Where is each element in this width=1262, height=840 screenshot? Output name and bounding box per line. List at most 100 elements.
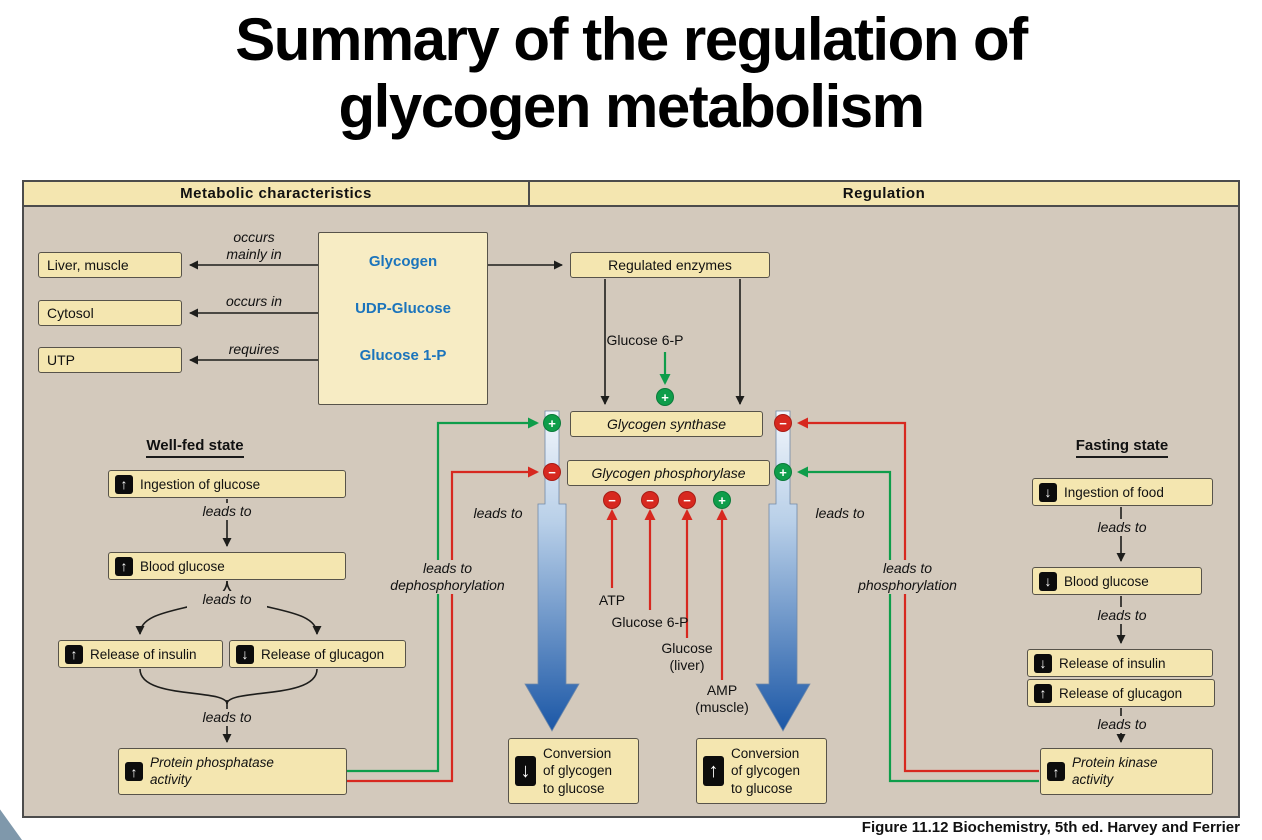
right-bar-synthase-minus-icon: −: [774, 414, 792, 432]
glucose-liver-line2: (liver): [669, 656, 705, 673]
up-arrow-badge: ↑: [115, 556, 133, 576]
fasting-state-title: Fasting state: [1022, 437, 1222, 458]
down-arrow-badge: ↓: [1039, 571, 1057, 591]
g6p-activation-plus-icon: +: [656, 388, 674, 406]
wf-protein-phosphatase-box: ↑ Protein phosphatase activity: [118, 748, 347, 795]
up-arrow-badge: ↑: [1034, 683, 1052, 703]
dephos-line1: leads to: [422, 560, 473, 576]
wf-leads-to-3: leads to: [187, 709, 267, 726]
figure-caption: Figure 11.12 Biochemistry, 5th ed. Harve…: [861, 819, 1240, 836]
fs-blood-glucose-box: ↓ Blood glucose: [1032, 567, 1202, 595]
wf-blood-glucose-box: ↑ Blood glucose: [108, 552, 346, 580]
wf-glucagon-box: ↓ Release of glucagon: [229, 640, 406, 668]
leads-to-left-bar: leads to: [460, 505, 536, 522]
glycogen-cycle-box: [318, 232, 488, 405]
up-arrow-badge: ↑: [65, 644, 83, 664]
fs-insulin-label: Release of insulin: [1059, 655, 1166, 671]
page-title-line2: glycogen metabolism: [338, 73, 925, 141]
conv-right-line3: to glucose: [731, 780, 793, 796]
wf-protein-phosphatase-label: Protein phosphatase activity: [150, 755, 274, 789]
regulated-enzymes-box: Regulated enzymes: [570, 252, 770, 278]
fs-leads-to-3: leads to: [1082, 716, 1162, 733]
glucose-minus-icon: −: [678, 491, 696, 509]
fs-protein-kinase-label: Protein kinase activity: [1072, 755, 1158, 789]
down-arrow-badge: ↓: [515, 756, 536, 786]
wf-leads-to-2: leads to: [187, 591, 267, 608]
header-regulation-label: Regulation: [842, 185, 926, 202]
conv-right-line1: Conversion: [731, 745, 800, 761]
conv-left-line3: to glucose: [543, 780, 605, 796]
conversion-decrease-box: ↓ Conversion of glycogen to glucose: [508, 738, 639, 804]
utp-box: UTP: [38, 347, 182, 373]
relation-occurs-line1: occurs: [233, 229, 275, 245]
wf-leads-to-1: leads to: [187, 503, 267, 520]
down-arrow-badge: ↓: [236, 644, 254, 664]
atp-label: ATP: [598, 592, 626, 608]
leads-to-phosphorylation-label: leads to phosphorylation: [830, 560, 985, 594]
wf-insulin-label: Release of insulin: [90, 646, 197, 662]
fs-blood-glucose-label: Blood glucose: [1064, 573, 1149, 589]
fs-enzyme-line2: activity: [1072, 771, 1114, 787]
right-bar-phosphorylase-plus-icon: +: [774, 463, 792, 481]
conv-right-line2: of glycogen: [731, 763, 801, 779]
dephos-line2: dephosphorylation: [390, 576, 505, 593]
corner-decoration: [0, 809, 22, 840]
fs-insulin-box: ↓ Release of insulin: [1027, 649, 1213, 677]
cytosol-box: Cytosol: [38, 300, 182, 326]
glycogen-synthase-box: Glycogen synthase: [570, 411, 763, 437]
amp-plus-icon: +: [713, 491, 731, 509]
fs-glucagon-box: ↑ Release of glucagon: [1027, 679, 1215, 707]
up-arrow-badge: ↑: [125, 762, 143, 781]
conversion-increase-box: ↑ Conversion of glycogen to glucose: [696, 738, 827, 804]
wf-insulin-box: ↑ Release of insulin: [58, 640, 223, 668]
page-title-line1: Summary of the regulation of: [235, 6, 1028, 73]
glucose-liver-line1: Glucose: [661, 640, 713, 656]
fasting-state-text: Fasting state: [1075, 437, 1169, 458]
conversion-decrease-label: Conversion of glycogen to glucose: [543, 745, 612, 798]
g6p-minus-icon: −: [641, 491, 659, 509]
atp-minus-icon: −: [603, 491, 621, 509]
relation-occurs-in: occurs in: [225, 293, 283, 309]
up-arrow-badge: ↑: [703, 756, 724, 786]
glucose-liver-label: Glucose (liver): [655, 640, 719, 674]
relation-occurs-line2: mainly in: [226, 245, 282, 262]
header-metabolic-label: Metabolic characteristics: [180, 185, 372, 202]
up-arrow-badge: ↑: [115, 474, 133, 494]
wf-enzyme-line2: activity: [150, 771, 192, 787]
up-arrow-badge: ↑: [1047, 762, 1065, 781]
cycle-glycogen-label: Glycogen: [368, 253, 438, 270]
leads-to-dephosphorylation-label: leads to dephosphorylation: [370, 560, 525, 594]
fs-leads-to-2: leads to: [1082, 607, 1162, 624]
leads-to-right-bar: leads to: [802, 505, 878, 522]
fs-protein-kinase-box: ↑ Protein kinase activity: [1040, 748, 1213, 795]
amp-muscle-line1: AMP: [706, 682, 738, 698]
fs-ingestion-label: Ingestion of food: [1064, 484, 1164, 500]
header-regulation: Regulation: [528, 180, 1240, 207]
wf-ingestion-box: ↑ Ingestion of glucose: [108, 470, 346, 498]
g6p-activator-label: Glucose 6-P: [606, 332, 684, 348]
conv-left-line1: Conversion: [543, 745, 612, 761]
amp-muscle-label: AMP (muscle): [682, 682, 762, 716]
wf-enzyme-line1: Protein phosphatase: [150, 754, 274, 770]
phos-line2: phosphorylation: [858, 576, 957, 593]
well-fed-state-text: Well-fed state: [146, 437, 244, 458]
cycle-udp-glucose-label: UDP-Glucose: [355, 300, 451, 317]
left-bar-synthase-plus-icon: +: [543, 414, 561, 432]
regulated-enzymes-label: Regulated enzymes: [608, 257, 732, 273]
left-bar-phosphorylase-minus-icon: −: [543, 463, 561, 481]
phos-line1: leads to: [882, 560, 933, 576]
well-fed-state-title: Well-fed state: [95, 437, 295, 458]
cycle-glucose1p-label: Glucose 1-P: [359, 347, 447, 364]
fs-ingestion-box: ↓ Ingestion of food: [1032, 478, 1213, 506]
liver-muscle-box: Liver, muscle: [38, 252, 182, 278]
page-title: Summary of the regulation of glycogen me…: [0, 6, 1262, 140]
relation-occurs-mainly-in: occurs mainly in: [196, 229, 312, 263]
liver-muscle-label: Liver, muscle: [47, 257, 129, 273]
glycogen-synthase-label: Glycogen synthase: [606, 416, 727, 432]
conv-left-line2: of glycogen: [543, 763, 613, 779]
header-metabolic-characteristics: Metabolic characteristics: [22, 180, 530, 207]
glycogen-phosphorylase-label: Glycogen phosphorylase: [591, 465, 746, 481]
conversion-increase-label: Conversion of glycogen to glucose: [731, 745, 800, 798]
cytosol-label: Cytosol: [47, 305, 94, 321]
